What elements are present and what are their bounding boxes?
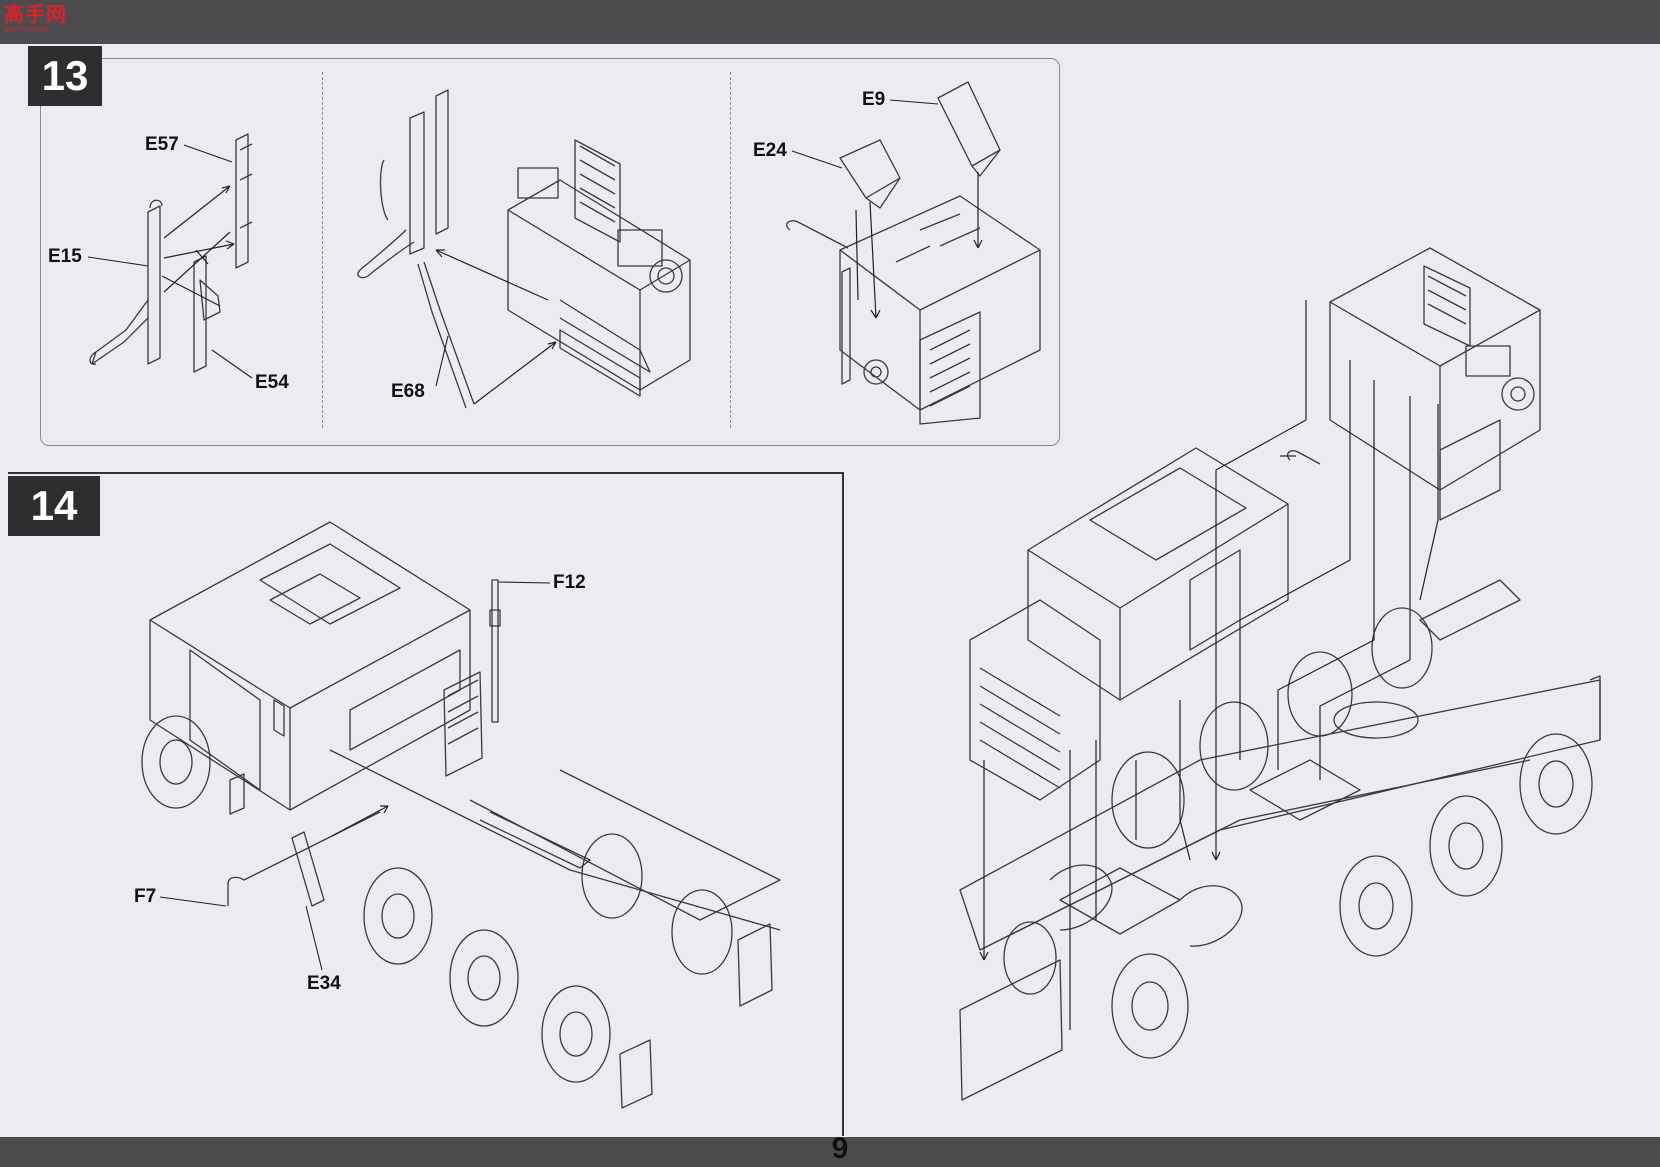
step-13-panel: [40, 58, 1060, 446]
sub-diagram-1-parts: [90, 134, 252, 372]
part-label-e57: E57: [145, 134, 179, 155]
step-13-number: 13: [28, 46, 102, 106]
page-number: 9: [831, 1132, 849, 1165]
part-label-e68: E68: [391, 381, 425, 402]
sub-diagram-1-arrows: [162, 186, 234, 306]
part-label-e15: E15: [48, 246, 82, 267]
step-14-truck: [142, 522, 780, 1108]
sub-diagram-3-parts: [787, 82, 1040, 424]
part-label-e24: E24: [753, 140, 787, 161]
site-logo: 高手网 gao-shou.com: [4, 4, 76, 40]
step-14-panel: [8, 472, 844, 1136]
bottom-bar: [0, 1137, 1660, 1167]
logo-subtext: gao-shou.com: [4, 26, 49, 33]
part-label-e34: E34: [307, 973, 341, 994]
sub-diagram-2-parts: [358, 90, 690, 408]
step-13-divider-2: [730, 72, 731, 428]
step-14-number: 14: [8, 476, 100, 536]
logo-text: 高手网: [4, 4, 67, 26]
right-exploded-truck: [960, 248, 1600, 1100]
step-14-arrows: [332, 806, 388, 836]
sub-diagram-3-arrows: [856, 172, 982, 318]
top-bar: [0, 0, 1660, 44]
part-label-e9: E9: [862, 89, 886, 110]
part-label-e54: E54: [255, 372, 289, 393]
part-label-f7: F7: [134, 886, 157, 907]
sub-diagram-2-arrows: [436, 250, 556, 404]
step-13-divider-1: [322, 72, 323, 428]
right-exploded-arrows: [980, 300, 1438, 1030]
part-label-f12: F12: [553, 572, 586, 593]
